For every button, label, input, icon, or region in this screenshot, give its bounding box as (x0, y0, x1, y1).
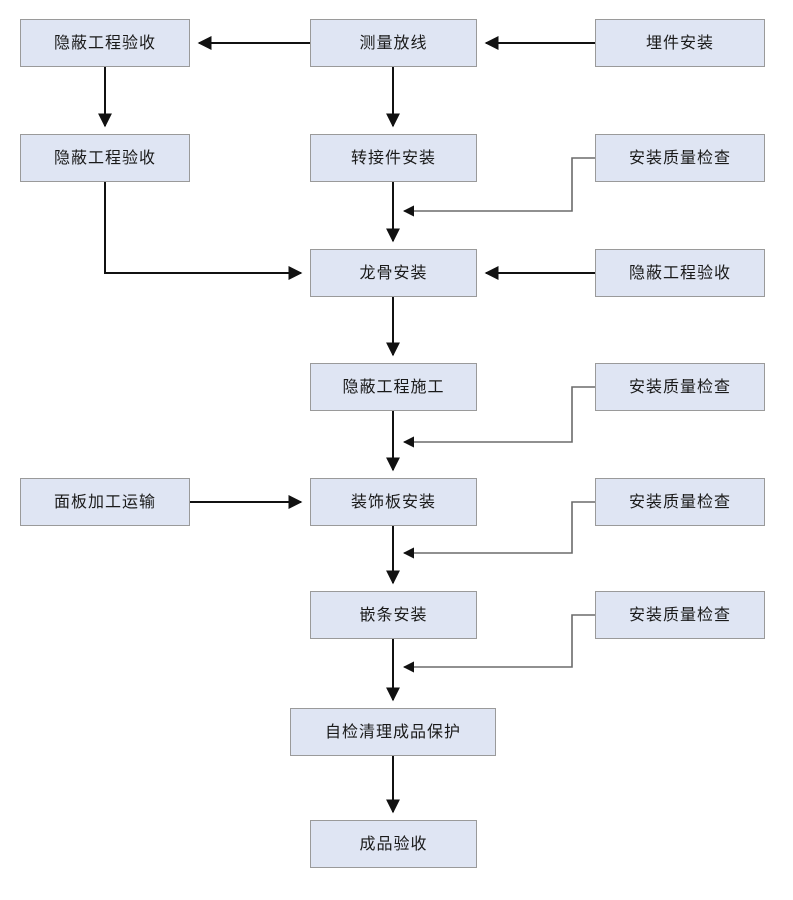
node-label: 安装质量检查 (628, 605, 731, 624)
node-anzhuang-zhiliang-jiancha-3[interactable]: 安装质量检查 (595, 478, 765, 526)
edge-yinbi2-to-longgu (104, 182, 303, 280)
node-label: 嵌条安装 (359, 605, 428, 624)
node-label: 安装质量检查 (628, 492, 731, 511)
node-celiang-fangxian[interactable]: 测量放线 (310, 19, 477, 67)
node-label: 测量放线 (359, 33, 428, 52)
node-label: 埋件安装 (645, 33, 714, 52)
node-anzhuang-zhiliang-jiancha-2[interactable]: 安装质量检查 (595, 363, 765, 411)
node-zijian-qingli-chengpin-baohu[interactable]: 自检清理成品保护 (290, 708, 496, 756)
node-zhuanjiejian-anzhuang[interactable]: 转接件安装 (310, 134, 477, 182)
node-yinbi-gongcheng-yanshou-2[interactable]: 隐蔽工程验收 (20, 134, 190, 182)
node-yinbi-gongcheng-yanshou-3[interactable]: 隐蔽工程验收 (595, 249, 765, 297)
node-label: 龙骨安装 (359, 263, 428, 282)
node-label: 安装质量检查 (628, 148, 731, 167)
node-anzhuang-zhiliang-jiancha-4[interactable]: 安装质量检查 (595, 591, 765, 639)
node-label: 自检清理成品保护 (324, 722, 461, 741)
node-mianban-jiagong-yunshu[interactable]: 面板加工运输 (20, 478, 190, 526)
node-anzhuang-zhiliang-jiancha-1[interactable]: 安装质量检查 (595, 134, 765, 182)
node-label: 安装质量检查 (628, 377, 731, 396)
node-yinbi-gongcheng-yanshou-1[interactable]: 隐蔽工程验收 (20, 19, 190, 67)
node-label: 转接件安装 (350, 148, 436, 167)
node-chengpin-yanshou[interactable]: 成品验收 (310, 820, 477, 868)
node-longgu-anzhuang[interactable]: 龙骨安装 (310, 249, 477, 297)
node-label: 隐蔽工程验收 (53, 33, 156, 52)
node-label: 隐蔽工程验收 (628, 263, 731, 282)
node-label: 面板加工运输 (53, 492, 156, 511)
node-maijian-anzhuang[interactable]: 埋件安装 (595, 19, 765, 67)
node-zhuangshiban-anzhuang[interactable]: 装饰板安装 (310, 478, 477, 526)
node-label: 隐蔽工程施工 (342, 377, 445, 396)
node-yinbi-gongcheng-shigong[interactable]: 隐蔽工程施工 (310, 363, 477, 411)
node-label: 隐蔽工程验收 (53, 148, 156, 167)
node-label: 装饰板安装 (350, 492, 436, 511)
node-label: 成品验收 (359, 834, 428, 853)
node-qiantiao-anzhuang[interactable]: 嵌条安装 (310, 591, 477, 639)
